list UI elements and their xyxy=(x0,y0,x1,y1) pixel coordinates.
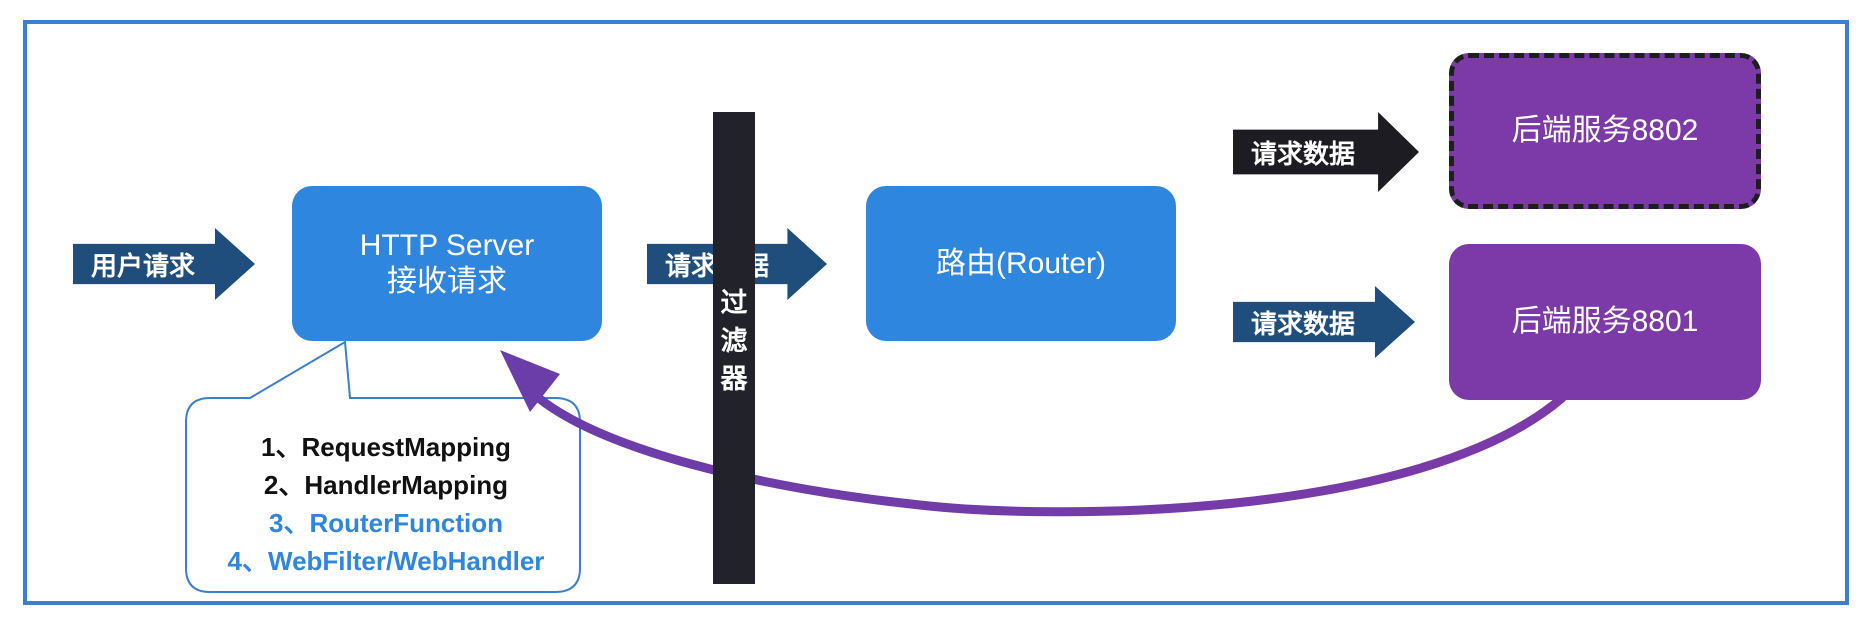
callout-item-router-function: 3、RouterFunction xyxy=(269,508,503,538)
return-arrow xyxy=(530,390,1567,517)
return-arrow-head xyxy=(500,350,560,412)
request-data-label-2: 请求数据 xyxy=(1251,138,1356,169)
filter-bar: 过 滤 器 xyxy=(713,112,755,584)
callout-item-webfilter-webhandler: 4、WebFilter/WebHandler xyxy=(227,546,545,576)
diagram-frame xyxy=(23,20,1849,605)
callout-item-handler-mapping: 2、HandlerMapping xyxy=(263,470,509,500)
filter-char-1: 过 xyxy=(720,288,748,318)
router-label: 路由(Router) xyxy=(935,246,1107,280)
filter-char-3: 器 xyxy=(720,364,748,394)
user-request-label: 用户请求 xyxy=(91,250,196,281)
http-server-box: HTTP Server 接收请求 xyxy=(292,186,602,341)
http-server-subtitle: 接收请求 xyxy=(387,264,507,298)
backend-8801-label: 后端服务8801 xyxy=(1511,305,1699,338)
callout-item-request-mapping: 1、RequestMapping xyxy=(261,432,511,462)
http-server-title: HTTP Server xyxy=(359,228,535,262)
callout-bubble-outline xyxy=(185,340,581,593)
backend-8802-box: 后端服务8802 xyxy=(1449,53,1761,209)
router-box: 路由(Router) xyxy=(866,186,1176,341)
filter-char-2: 滤 xyxy=(720,326,748,356)
callout-list: 1、RequestMapping 2、HandlerMapping 3、Rout… xyxy=(186,428,586,580)
backend-8801-box: 后端服务8801 xyxy=(1449,244,1761,400)
request-data-label-3: 请求数据 xyxy=(1251,308,1356,339)
backend-8802-label: 后端服务8802 xyxy=(1511,114,1699,147)
